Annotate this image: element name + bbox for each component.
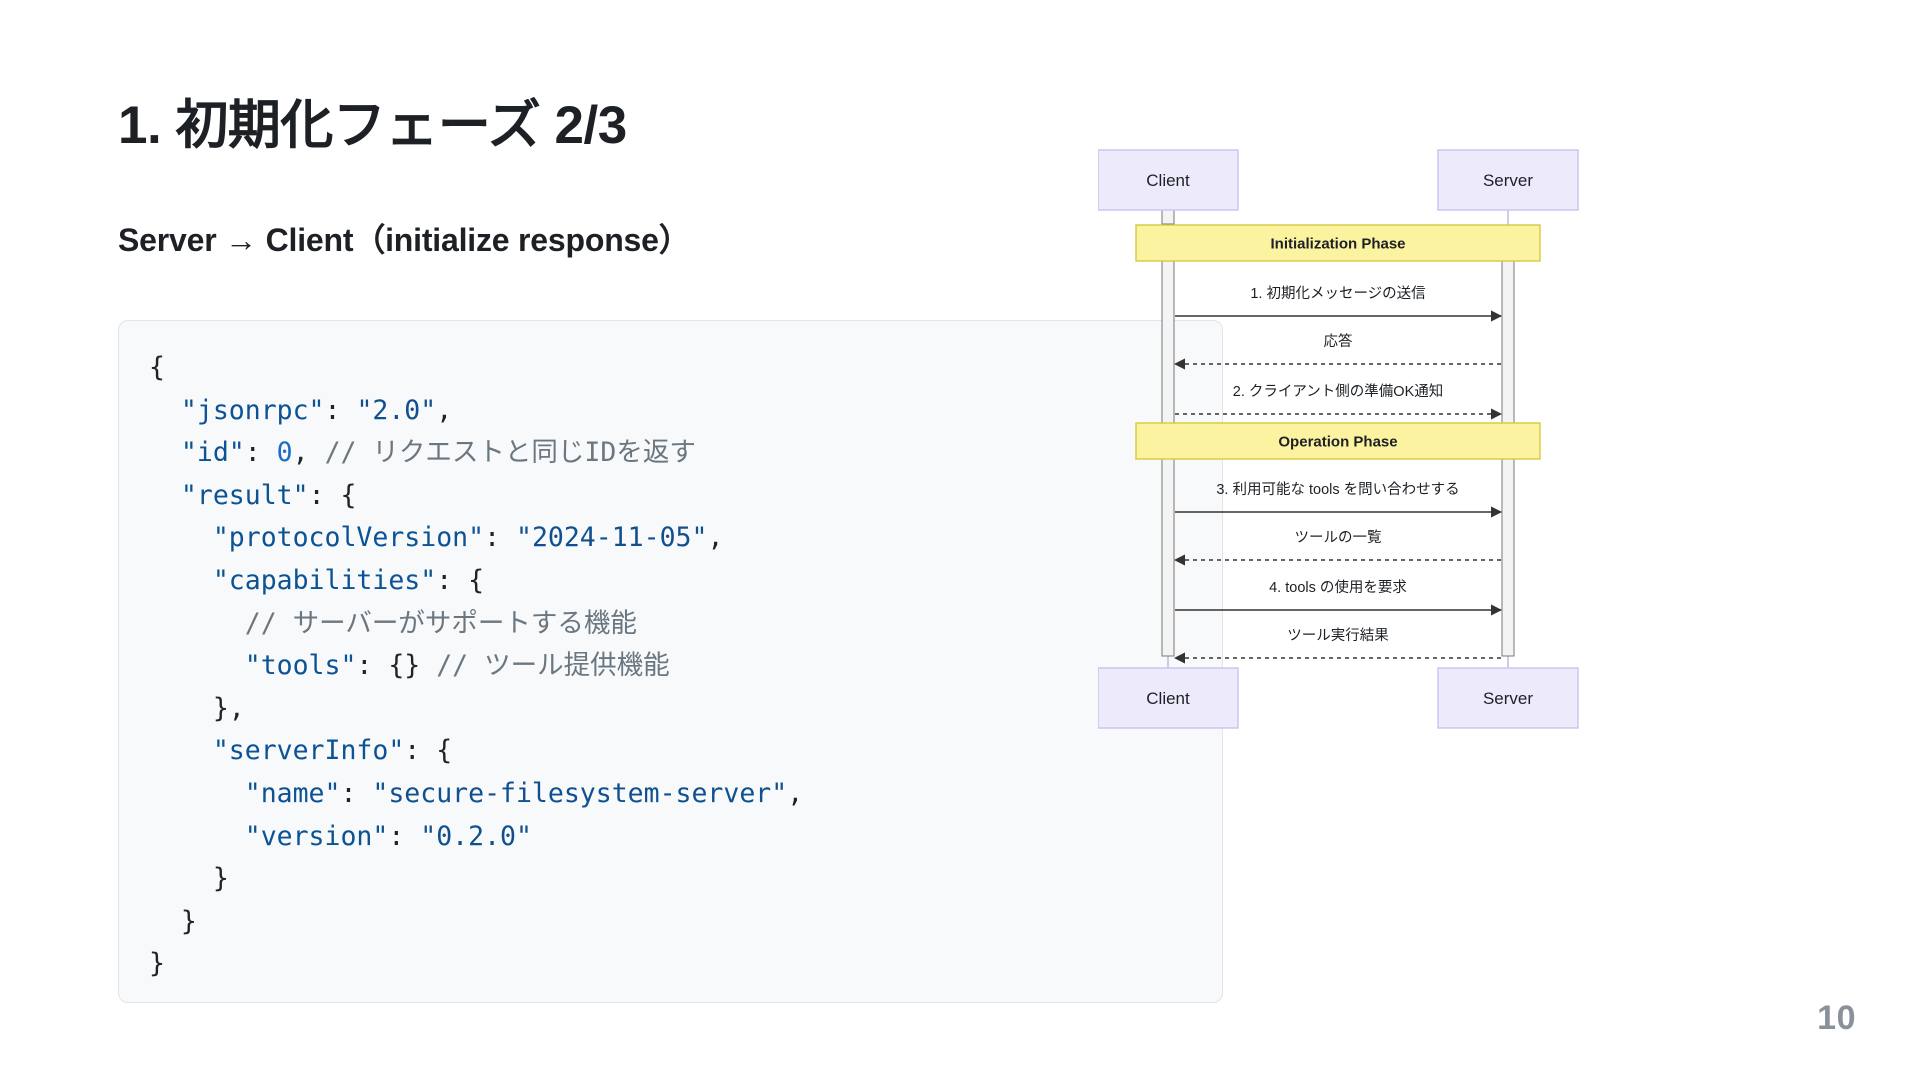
- code-token-key: "jsonrpc": [180, 394, 325, 426]
- code-token-punct: }: [149, 905, 197, 937]
- code-token-str: "secure-filesystem-server": [372, 777, 788, 809]
- code-token-punct: [149, 395, 181, 426]
- code-token-punct: :: [244, 437, 277, 469]
- code-token-punct: [149, 437, 181, 468]
- code-token-punct: [149, 522, 213, 553]
- code-token-cmt: // ツール提供機能: [436, 650, 670, 682]
- phase-bar: [1135, 224, 1541, 262]
- code-token-punct: :: [324, 394, 357, 426]
- code-token-key: "tools": [244, 650, 357, 682]
- message-label-6: 4. tools の使用を要求: [1269, 579, 1407, 596]
- code-token-punct: }: [149, 863, 229, 895]
- code-token-key: "result": [180, 479, 309, 511]
- code-token-punct: :: [484, 522, 516, 554]
- code-token-punct: [149, 821, 245, 852]
- json-code: { "jsonrpc": "2.0", "id": 0, // リクエストと同じ…: [149, 347, 1192, 986]
- activation-stub: [1161, 209, 1175, 225]
- code-token-cmt: // サーバーがサポートする機能: [244, 607, 637, 639]
- code-token-punct: [149, 778, 245, 809]
- slide-header: 1. 初期化フェーズ 2/3 Server → Client（initializ…: [118, 96, 1233, 261]
- participant-box-client[interactable]: [1098, 149, 1239, 211]
- code-token-punct: :: [388, 820, 421, 852]
- code-token-str: "0.2.0": [420, 820, 532, 852]
- page-title: 1. 初期化フェーズ 2/3: [118, 96, 627, 155]
- code-block-card: { "jsonrpc": "2.0", "id": 0, // リクエストと同じ…: [118, 320, 1223, 1003]
- code-token-key: "capabilities": [212, 564, 437, 596]
- code-token-punct: : {: [308, 479, 357, 511]
- phase-label: Operation Phase: [1278, 434, 1397, 451]
- message-label-1: 1. 初期化メッセージの送信: [1250, 285, 1425, 302]
- code-token-punct: : {}: [356, 650, 437, 682]
- participant-box-server[interactable]: [1437, 149, 1579, 211]
- code-token-punct: [149, 650, 245, 681]
- participant-box-bottom-client[interactable]: [1098, 667, 1239, 729]
- code-token-str: "2024-11-05": [515, 522, 708, 554]
- participant-label-bottom-client: Client: [1146, 689, 1190, 708]
- page-number: 10: [1817, 999, 1856, 1037]
- code-token-punct: },: [149, 692, 245, 724]
- code-token-punct: : {: [404, 735, 453, 767]
- code-token-punct: ,: [436, 394, 453, 426]
- code-token-key: "protocolVersion": [212, 522, 485, 554]
- code-token-key: "id": [180, 437, 245, 469]
- participant-box-bottom-server[interactable]: [1437, 667, 1579, 729]
- code-token-punct: [149, 480, 181, 511]
- code-token-punct: ,: [787, 777, 804, 809]
- message-label-4: 3. 利用可能な tools を問い合わせする: [1216, 481, 1459, 498]
- phase-label: Initialization Phase: [1270, 236, 1405, 253]
- participant-label-server: Server: [1483, 171, 1533, 190]
- code-token-punct: : {: [436, 564, 485, 596]
- code-token-punct: [149, 735, 213, 766]
- code-token-key: "serverInfo": [212, 735, 405, 767]
- code-token-punct: [149, 565, 213, 596]
- code-token-key: "name": [244, 777, 341, 809]
- participant-label-client: Client: [1146, 171, 1190, 190]
- message-label-5: ツールの一覧: [1295, 529, 1382, 546]
- code-token-punct: }: [149, 948, 165, 980]
- message-label-3: 2. クライアント側の準備OK通知: [1233, 383, 1444, 400]
- code-token-punct: {: [149, 352, 165, 383]
- code-token-num: 0: [276, 437, 293, 469]
- code-token-cmt: // リクエストと同じIDを返す: [324, 437, 696, 469]
- code-token-key: "version": [244, 820, 389, 852]
- code-token-punct: :: [340, 777, 373, 809]
- code-token-str: "2.0": [356, 394, 437, 426]
- message-label-2: 応答: [1324, 333, 1353, 350]
- code-token-punct: [149, 608, 245, 639]
- participant-label-bottom-server: Server: [1483, 689, 1533, 708]
- code-token-punct: ,: [292, 437, 325, 469]
- message-label-7: ツール実行結果: [1287, 627, 1389, 644]
- code-token-punct: ,: [707, 522, 724, 554]
- phase-bar: [1135, 422, 1541, 460]
- json-code-content: { "jsonrpc": "2.0", "id": 0, // リクエストと同じ…: [149, 352, 803, 979]
- slide-subtitle: Server → Client（initialize response）: [118, 221, 691, 258]
